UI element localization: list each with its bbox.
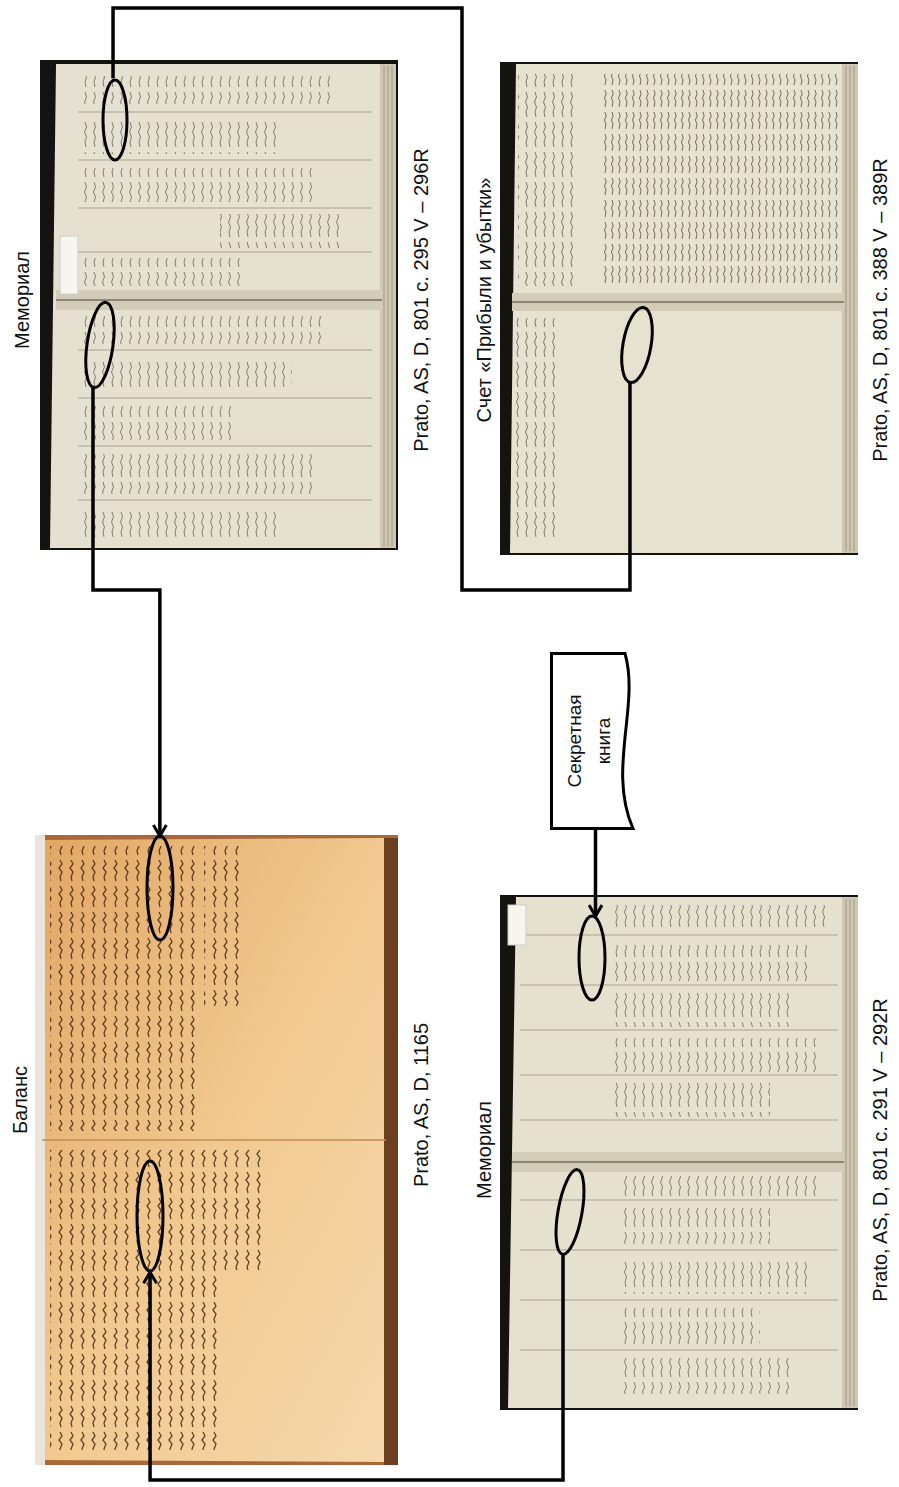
connector-line <box>150 1255 563 1480</box>
photo-background <box>500 895 858 1410</box>
highlight-ellipse <box>551 1168 590 1257</box>
page-edges <box>384 66 392 546</box>
book-pages <box>508 897 848 1408</box>
page-stack <box>380 64 396 548</box>
photo-caption: Prato, AS, D, 801 с. 295 V – 296R <box>410 148 433 452</box>
handwriting-block <box>518 74 573 286</box>
highlight-ellipse <box>617 305 658 385</box>
handwriting-block <box>610 905 830 931</box>
photo-frame: Счет «Прибыли и убытки»Prato, AS, D, 801… <box>500 62 858 555</box>
photo-caption: Prato, AS, D, 1165 <box>410 1023 433 1187</box>
photo-background <box>500 62 858 555</box>
handwriting-block <box>600 74 840 286</box>
handwriting-block <box>50 846 200 1131</box>
handwriting-block <box>610 993 790 1027</box>
handwriting-block <box>220 214 340 248</box>
handwriting-block <box>82 406 232 440</box>
ruled-lines <box>78 112 372 500</box>
book-pages <box>510 64 848 553</box>
photo-frame: МемориалPrato, AS, D, 801 с. 291 V – 292… <box>500 895 858 1410</box>
highlight-ellipse <box>103 80 127 160</box>
handwriting-block <box>620 1358 790 1394</box>
photo-frame: МемориалPrato, AS, D, 801 с. 295 V – 296… <box>40 60 398 550</box>
handwriting-block <box>610 1083 770 1117</box>
highlight-ellipse <box>81 301 119 390</box>
handwriting-block <box>82 316 322 344</box>
photo-background <box>35 835 398 1465</box>
handwriting-block <box>204 846 244 1006</box>
balance-photo <box>35 835 398 1465</box>
handwriting-block <box>82 168 312 202</box>
handwriting-block <box>620 1176 820 1196</box>
handwriting-block <box>610 1038 820 1072</box>
highlight-ellipse <box>147 836 173 940</box>
document-label: Секретная книга <box>560 682 617 800</box>
handwriting-block <box>515 318 560 538</box>
book-spine <box>512 1152 844 1172</box>
highlight-ellipses <box>81 80 657 1271</box>
handwriting-block <box>610 945 810 981</box>
ruled-lines <box>520 935 838 1350</box>
handwriting-block <box>82 76 332 104</box>
highlight-ellipse <box>137 1161 163 1271</box>
handwriting-block <box>222 1150 262 1270</box>
handwriting <box>515 74 840 538</box>
photo-heading: Баланс <box>9 1066 32 1134</box>
handwriting-block <box>620 1258 810 1294</box>
page-edges <box>846 66 854 551</box>
photo-heading: Счет «Прибыли и убытки» <box>473 178 496 423</box>
book-spine <box>56 290 382 310</box>
spine-line <box>512 301 844 303</box>
sheet-fold <box>42 1139 386 1141</box>
handwriting-block <box>82 358 292 392</box>
handwriting-block <box>82 454 312 494</box>
photo-heading: Мемориал <box>11 251 34 349</box>
table-edge <box>384 838 398 1465</box>
book-spine <box>512 293 844 311</box>
document-shape <box>552 654 634 829</box>
spine-line <box>56 299 382 301</box>
paper-slip <box>508 905 526 945</box>
profit-loss-photo <box>500 62 858 555</box>
spine-line <box>512 1161 844 1163</box>
handwriting <box>82 76 340 540</box>
connector-line <box>594 830 598 916</box>
handwriting-block <box>82 508 282 540</box>
handwriting-block <box>82 258 242 286</box>
handwriting-block <box>620 1208 770 1244</box>
balance-sheet <box>40 838 388 1462</box>
page-stack <box>842 64 858 553</box>
handwriting-block <box>620 1308 760 1344</box>
paper-slip <box>60 236 78 294</box>
photo-caption: Prato, AS, D, 801 с. 291 V – 292R <box>869 998 892 1302</box>
photo-caption: Prato, AS, D, 801 с. 388 V – 389R <box>869 158 892 462</box>
book-pages <box>50 64 386 548</box>
photo-frame: БалансPrato, AS, D, 1165 <box>35 835 398 1465</box>
memorial-photo <box>500 895 858 1410</box>
page-edges <box>846 899 854 1406</box>
connector-line <box>113 8 630 590</box>
document-box: Секретная книга <box>550 652 641 830</box>
highlight-ellipse <box>579 916 605 1000</box>
connector-line <box>93 388 160 836</box>
photo-mat <box>35 835 45 1465</box>
handwriting-block <box>50 1150 220 1450</box>
photo-heading: Мемориал <box>473 1101 496 1199</box>
page-stack <box>842 897 858 1408</box>
handwriting-block <box>82 120 282 154</box>
handwriting <box>610 905 830 1394</box>
